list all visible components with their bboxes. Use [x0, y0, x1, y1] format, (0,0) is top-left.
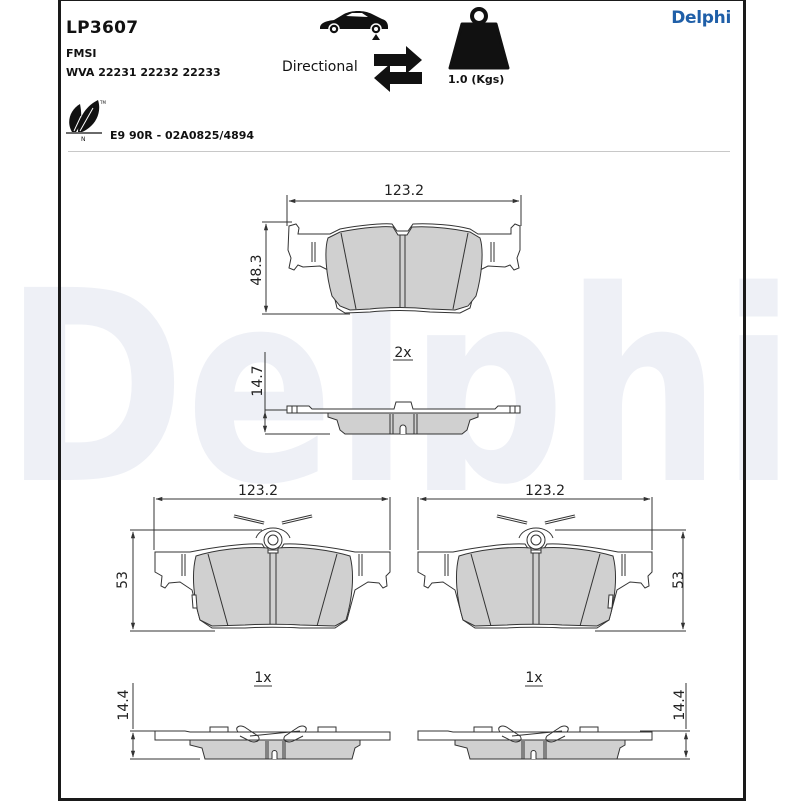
car-axle-icon: [320, 11, 388, 40]
header-divider: [68, 151, 730, 152]
weight-label: 1.0 (Kgs): [448, 73, 505, 86]
svg-text:TM: TM: [99, 100, 106, 105]
brand-logo: Delphi: [671, 8, 731, 28]
weight-icon: [448, 7, 510, 70]
ece-approval: E9 90R - 02A0825/4894: [110, 129, 255, 142]
directional-arrows-icon: [374, 46, 422, 92]
wva-numbers: WVA 22231 22232 22233: [66, 66, 221, 79]
directional-label: Directional: [282, 59, 358, 75]
fmsi-label: FMSI: [66, 47, 97, 60]
part-number: LP3607: [66, 18, 139, 38]
eco-leaf-icon: N TM: [66, 100, 106, 142]
drawing-frame: [58, 0, 746, 801]
svg-text:N: N: [81, 136, 86, 142]
